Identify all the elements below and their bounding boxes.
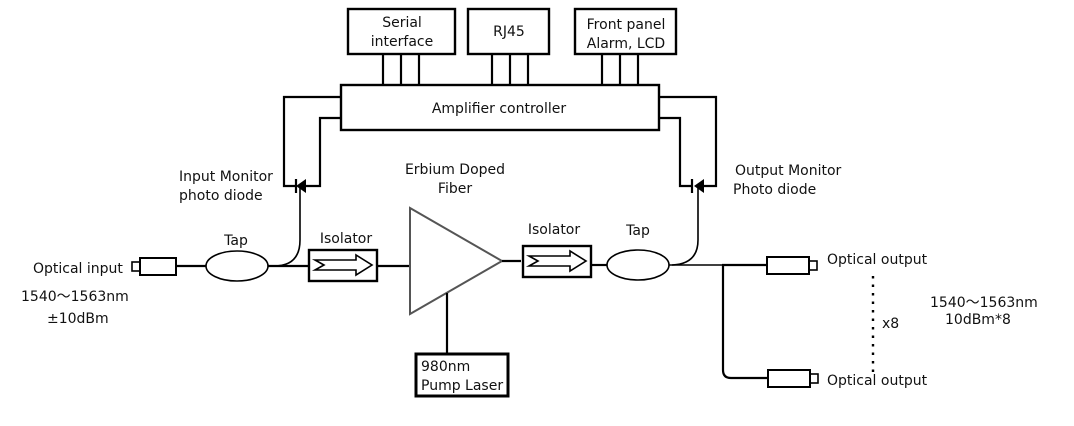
input-isolator-arrow-icon — [311, 253, 374, 277]
serial-interface-block: Serial interface — [346, 7, 457, 56]
input-photodiode-icon — [296, 179, 306, 193]
output-multiplier-label: x8 — [882, 316, 899, 332]
input-tap: Tap — [205, 233, 309, 282]
output-tap-label: Tap — [625, 223, 650, 239]
serial-interface-label-1: Serial — [382, 15, 422, 31]
amplifier-controller-block: Amplifier controller — [339, 83, 661, 132]
output-photodiode-icon — [694, 179, 704, 193]
input-isolator-label: Isolator — [320, 231, 373, 247]
erbium-doped-fiber-amplifier: Erbium Doped Fiber — [405, 162, 521, 353]
output-isolator-label: Isolator — [528, 222, 581, 238]
optical-output-top-label: Optical output — [827, 252, 928, 268]
front-panel-label-2: Alarm, LCD — [587, 36, 665, 52]
optical-input-label: Optical input — [33, 261, 123, 277]
optical-output-wavelength: 1540～1563nm — [930, 295, 1038, 311]
output-monitor-label-1: Output Monitor — [735, 163, 842, 179]
output-isolator: Isolator — [521, 222, 607, 279]
input-monitor-label-2: photo diode — [179, 188, 263, 204]
output-splitter — [721, 256, 819, 388]
edf-label-2: Fiber — [438, 181, 472, 197]
front-panel-label-1: Front panel — [587, 17, 666, 33]
output-isolator-arrow-icon — [525, 249, 588, 273]
serial-interface-label-2: interface — [371, 34, 433, 50]
amplifier-controller-label: Amplifier controller — [432, 101, 567, 117]
bus-lines — [381, 54, 640, 85]
optical-input-connector — [131, 257, 206, 276]
output-monitor-wiring — [659, 95, 718, 266]
output-monitor-label-2: Photo diode — [733, 182, 816, 198]
input-monitor-label-1: Input Monitor — [179, 169, 273, 185]
rj45-label: RJ45 — [493, 24, 525, 40]
pump-laser-label-1: 980nm — [421, 359, 470, 375]
input-tap-label: Tap — [223, 233, 248, 249]
output-tap: Tap — [606, 223, 722, 281]
optical-output-bottom-label: Optical output — [827, 373, 928, 389]
rj45-block: RJ45 — [466, 7, 551, 56]
front-panel-block: Front panel Alarm, LCD — [573, 7, 678, 56]
pump-laser-block: 980nm Pump Laser — [414, 352, 510, 398]
optical-input-power: ±10dBm — [47, 311, 109, 327]
optical-output-power: 10dBm*8 — [945, 312, 1011, 328]
edf-label-1: Erbium Doped — [405, 162, 505, 178]
optical-input-wavelength: 1540～1563nm — [21, 289, 129, 305]
input-monitor-wiring — [273, 95, 341, 267]
input-isolator: Isolator — [307, 231, 410, 283]
pump-laser-label-2: Pump Laser — [421, 378, 503, 394]
